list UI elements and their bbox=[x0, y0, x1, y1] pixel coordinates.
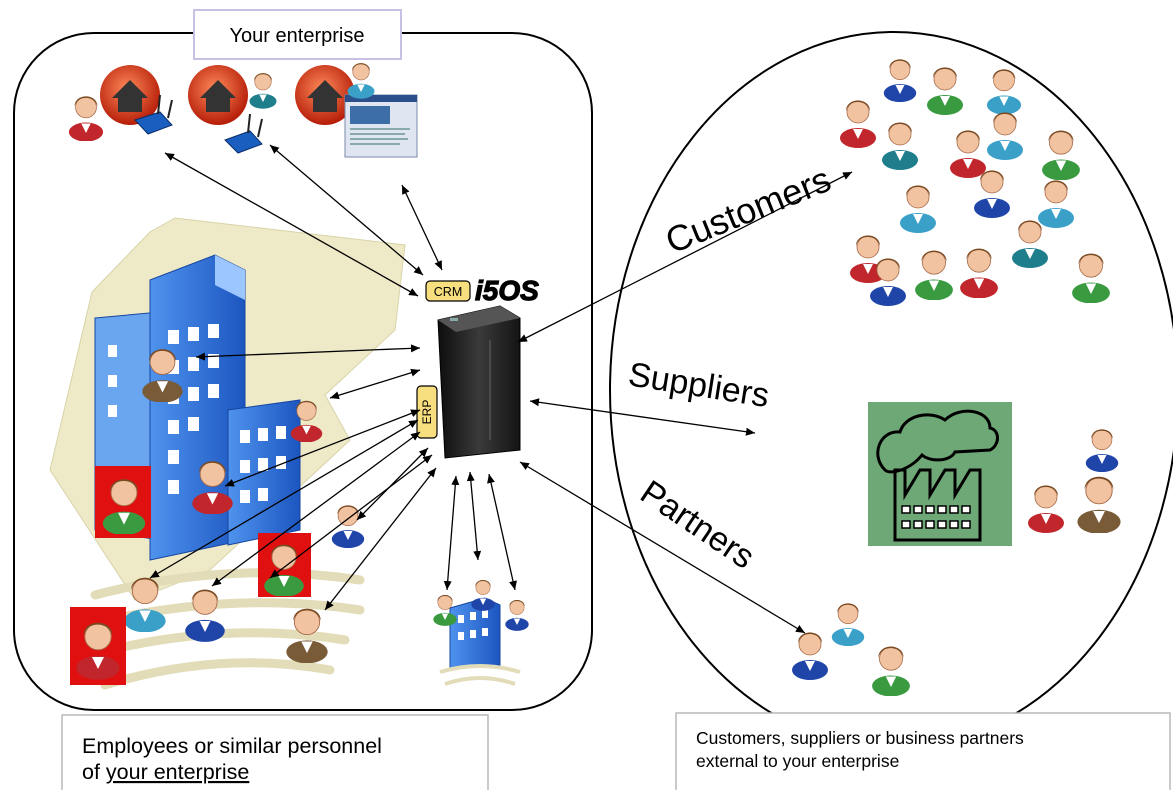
external-caption-line2: external to your enterprise bbox=[696, 751, 899, 771]
branch-office bbox=[439, 597, 521, 686]
external-caption-box: Customers, suppliers or business partner… bbox=[675, 712, 1171, 790]
crm-tag: CRM bbox=[425, 280, 471, 302]
os-logo: i5OS bbox=[475, 275, 539, 306]
suppliers-label: Suppliers bbox=[626, 355, 772, 415]
erp-label: ERP bbox=[420, 400, 434, 425]
external-caption-line1: Customers, suppliers or business partner… bbox=[696, 728, 1024, 748]
enterprise-label: Your enterprise bbox=[230, 25, 365, 47]
internal-caption-line2: of your enterprise bbox=[82, 760, 249, 784]
partners-label: Partners bbox=[634, 473, 762, 576]
customers-label: Customers bbox=[660, 158, 837, 261]
wifi-router-icon bbox=[134, 94, 263, 154]
connection-arrows bbox=[149, 144, 853, 634]
enterprise-label-box: Your enterprise bbox=[193, 9, 402, 60]
crm-label: CRM bbox=[434, 285, 462, 299]
home-offices bbox=[100, 65, 355, 125]
internal-caption-box: Employees or similar personnel of your e… bbox=[61, 714, 489, 790]
customer-icons bbox=[839, 58, 1111, 306]
supplier-icons bbox=[1027, 428, 1122, 533]
server-icon bbox=[437, 305, 521, 459]
internal-caption-line1: Employees or similar personnel bbox=[82, 734, 382, 758]
erp-tag: ERP bbox=[416, 385, 438, 439]
your-enterprise-link: your enterprise bbox=[106, 760, 249, 784]
partner-icons bbox=[791, 602, 911, 696]
browser-window-icon bbox=[344, 94, 418, 158]
factory-icon bbox=[868, 402, 1012, 546]
